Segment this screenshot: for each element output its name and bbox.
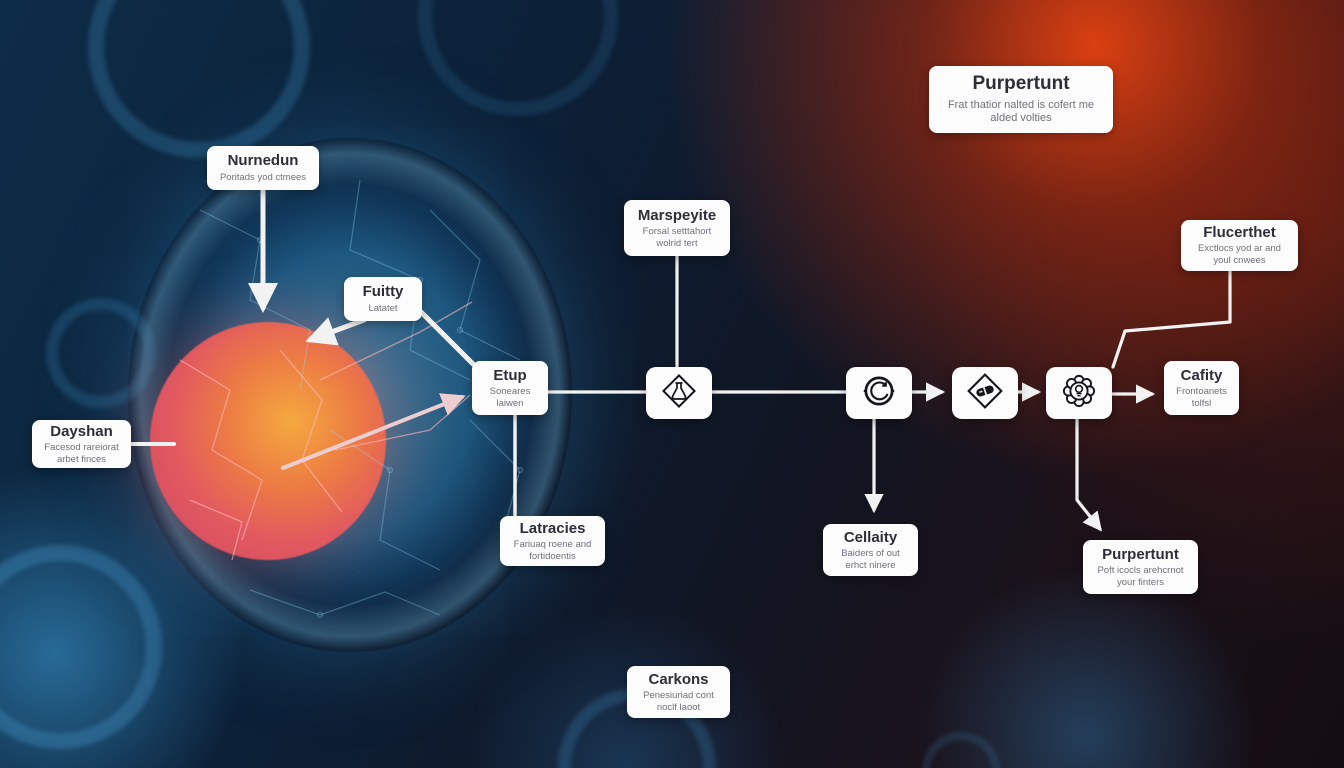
label-box-latracies: Latracies Fariuaq roene and fortidoentis [500, 516, 605, 566]
label-title: Cellaity [843, 528, 898, 546]
label-box-cafity: Cafity Frontoanets tolfsl [1164, 361, 1239, 415]
label-subtitle: Soneares laiwen [489, 385, 531, 409]
label-title: Purpertunt [972, 72, 1070, 94]
label-box-cellaity: Cellaity Baiders of out erhct ninere [823, 524, 918, 576]
nucleus-mesh-texture [179, 301, 473, 561]
icon-node-gear [1046, 367, 1112, 419]
label-box-nurnedun: Nurnedun Poritads yod ctmees [207, 146, 319, 190]
label-box-dayshan: Dayshan Facesod rareiorat arbet finces [32, 420, 131, 468]
label-title: Etup [493, 366, 527, 384]
icon-node-pills [952, 367, 1018, 419]
label-title: Carkons [648, 670, 709, 688]
label-box-purpertunt-bottom: Purpertunt Poft icocls arehcrnot your fi… [1083, 540, 1198, 594]
label-title: Latracies [519, 519, 586, 537]
label-subtitle: Exctlocs yod ar and youl cnwees [1198, 243, 1281, 267]
label-subtitle: Latatet [368, 302, 398, 314]
label-title: Dayshan [50, 422, 113, 440]
label-subtitle: Frontoanets tolfsl [1176, 385, 1227, 409]
icon-node-flask [646, 367, 712, 419]
icon-node-cycle [846, 367, 912, 419]
label-box-etup: Etup Soneares laiwen [472, 361, 548, 415]
label-subtitle: Poritads yod ctmees [219, 171, 307, 183]
label-title: Nurnedun [227, 152, 299, 170]
connector-lines [129, 188, 1232, 532]
label-title: Fuitty [362, 283, 404, 301]
gear-badge-icon [1058, 370, 1100, 417]
label-box-fuitty: Fuitty Latatet [344, 277, 422, 321]
label-box-carkons: Carkons Penesiuriad cont noclf laoot [627, 666, 730, 718]
label-box-purpertunt-top: Purpertunt Frat thatior nalted is cofert… [929, 66, 1113, 133]
label-box-flucerthet: Flucerthet Exctlocs yod ar and youl cnwe… [1181, 220, 1298, 271]
label-subtitle: Forsal setttahort wolrid tert [642, 225, 712, 249]
capsule-diamond-icon [964, 370, 1006, 417]
label-subtitle: Fariuaq roene and fortidoentis [513, 538, 592, 562]
label-box-marspeyite: Marspeyite Forsal setttahort wolrid tert [624, 200, 730, 256]
label-title: Marspeyite [637, 206, 717, 224]
label-subtitle: Frat thatior nalted is cofert me alded v… [947, 98, 1095, 125]
label-title: Cafity [1180, 366, 1223, 384]
label-title: Flucerthet [1203, 224, 1276, 241]
label-subtitle: Facesod rareiorat arbet finces [44, 441, 119, 465]
label-title: Purpertunt [1102, 545, 1179, 563]
circular-arrows-icon [858, 370, 900, 417]
label-subtitle: Penesiuriad cont noclf laoot [643, 689, 714, 713]
flask-diamond-icon [659, 371, 699, 416]
label-subtitle: Baiders of out erhct ninere [841, 547, 900, 571]
label-subtitle: Poft icocls arehcrnot your finters [1097, 564, 1184, 588]
